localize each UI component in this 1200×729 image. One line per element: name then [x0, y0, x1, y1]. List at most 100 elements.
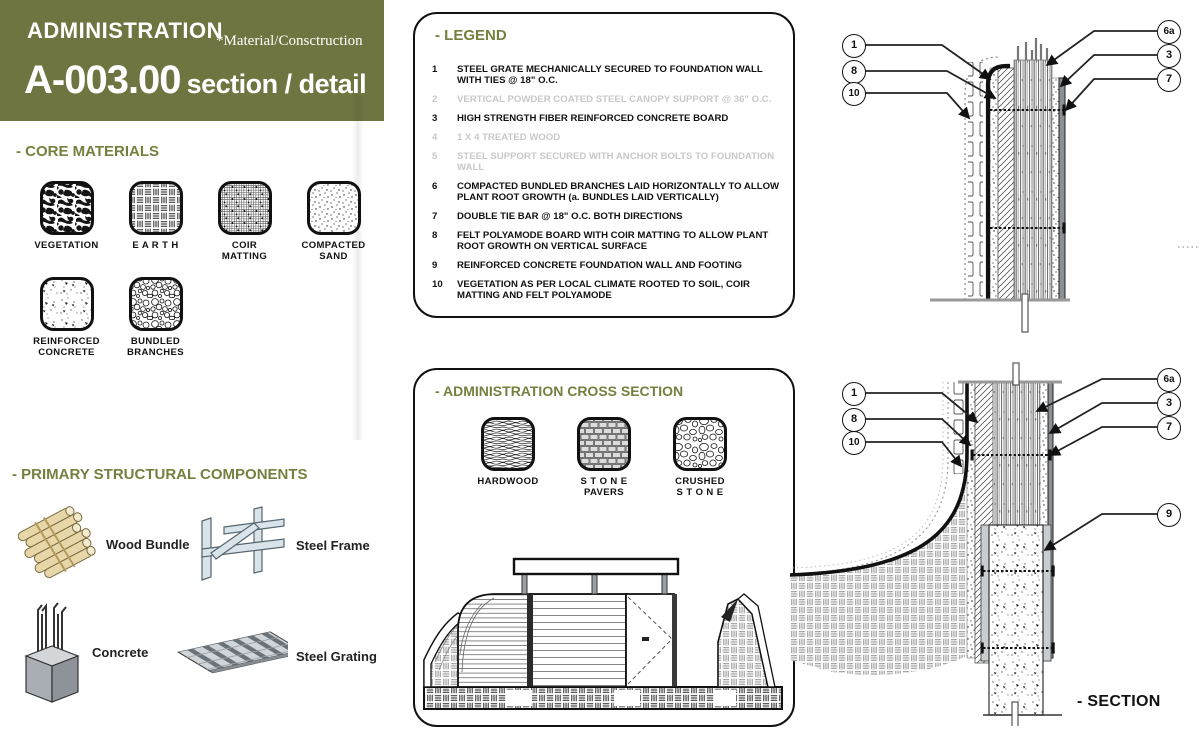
structural-item-steel-grating: Steel Grating [168, 618, 377, 694]
cross-section-materials: HARDWOOD S T O N E PAVERS CRUSHED [415, 416, 793, 498]
legend-list: 1 STEEL GRATE MECHANICALLY SECURED TO FO… [432, 64, 780, 309]
steel-frame-icon [201, 506, 285, 581]
callout-bubble: 8 [842, 60, 866, 84]
callout-bubble: 6a [1157, 20, 1181, 44]
material-label: E A R T H [132, 240, 179, 251]
concrete-icon [24, 602, 80, 703]
material-swatch [39, 181, 94, 235]
callout-bubble: 10 [842, 82, 866, 106]
material-swatch [481, 417, 535, 471]
legend-item: 9 REINFORCED CONCRETE FOUNDATION WALL AN… [432, 260, 780, 271]
material-label: HARDWOOD [477, 476, 539, 487]
legend-item-number: 10 [432, 279, 443, 290]
legend-item-number: 3 [432, 113, 438, 124]
material-label: VEGETATION [34, 240, 99, 251]
callout-bubble: 10 [842, 431, 866, 455]
material-label: CRUSHED S T O N E [675, 476, 725, 498]
legend-heading: - LEGEND [435, 27, 507, 44]
sheet-subtitle: *Material/Consctruction [216, 33, 363, 49]
material-swatch-cell: COIR MATTING [200, 180, 289, 262]
sheet-number-label: section / detail [186, 69, 367, 99]
material-swatch-cell: E A R T H [111, 180, 200, 262]
structural-item-wood-bundle: Wood Bundle [18, 502, 190, 586]
legend-item-number: 5 [432, 151, 438, 162]
cross-section-box: - ADMINISTRATION CROSS SECTION HARDWOOD [413, 368, 795, 727]
callout-bubble: 3 [1157, 44, 1181, 68]
wood-bundle-icon [18, 506, 96, 579]
structural-label: Concrete [92, 644, 149, 660]
page-seam [352, 95, 364, 440]
legend-item: 10 VEGETATION AS PER LOCAL CLIMATE ROOTE… [432, 279, 780, 301]
material-swatch [39, 277, 94, 331]
material-swatch-cell: COMPACTED SAND [289, 180, 378, 262]
callout-bubble: 3 [1157, 392, 1181, 416]
legend-item: 8 FELT POLYAMODE BOARD WITH COIR MATTING… [432, 230, 780, 252]
legend-item: 5 STEEL SUPPORT SECURED WITH ANCHOR BOLT… [432, 151, 780, 173]
wall-section-detail-top [864, 30, 1200, 333]
material-label: S T O N E PAVERS [580, 476, 628, 498]
legend-item: 4 1 X 4 TREATED WOOD [432, 132, 780, 143]
material-label: COIR MATTING [221, 240, 268, 262]
material-swatch-cell: BUNDLED BRANCHES [111, 276, 200, 358]
structural-label: Steel Frame [296, 537, 370, 553]
wall-section-detail-bottom [790, 362, 1157, 726]
material-label: BUNDLED BRANCHES [126, 336, 185, 358]
legend-box: - LEGEND 1 STEEL GRATE MECHANICALLY SECU… [413, 12, 795, 318]
structural-label: Wood Bundle [106, 536, 190, 552]
legend-item-number: 9 [432, 260, 438, 271]
structural-item-concrete: Concrete [20, 600, 148, 704]
building-cross-section-drawing [423, 557, 783, 710]
material-swatch-cell: S T O N E PAVERS [573, 416, 635, 498]
material-swatch [128, 277, 183, 331]
material-label: COMPACTED SAND [301, 240, 366, 262]
structural-item-steel-frame: Steel Frame [196, 505, 370, 585]
sheet-title: ADMINISTRATION [27, 18, 224, 43]
callout-bubble: 1 [842, 34, 866, 58]
material-swatch-cell: VEGETATION [22, 180, 111, 262]
material-swatch [217, 181, 272, 235]
legend-item-text: REINFORCED CONCRETE FOUNDATION WALL AND … [457, 260, 742, 271]
legend-item-text: VERTICAL POWDER COATED STEEL CANOPY SUPP… [457, 94, 772, 105]
legend-item: 3 HIGH STRENGTH FIBER REINFORCED CONCRET… [432, 113, 780, 124]
title-block: ADMINISTRATION *Material/Consctruction A… [0, 0, 384, 121]
legend-item: 2 VERTICAL POWDER COATED STEEL CANOPY SU… [432, 94, 780, 105]
material-swatch-cell: CRUSHED S T O N E [669, 416, 731, 498]
legend-item-text: 1 X 4 TREATED WOOD [457, 132, 561, 143]
core-materials-grid: VEGETATION E A R T H COIR MATTING [22, 180, 386, 372]
material-swatch [577, 417, 631, 471]
legend-item-text: STEEL GRATE MECHANICALLY SECURED TO FOUN… [457, 64, 763, 86]
material-label: REINFORCED CONCRETE [33, 336, 100, 358]
callout-bubble: 6a [1157, 368, 1181, 392]
legend-item-text: STEEL SUPPORT SECURED WITH ANCHOR BOLTS … [457, 151, 775, 173]
legend-item: 6 COMPACTED BUNDLED BRANCHES LAID HORIZO… [432, 181, 780, 203]
callout-bubble: 8 [842, 408, 866, 432]
core-materials-heading: - CORE MATERIALS [16, 143, 160, 160]
material-swatch [306, 181, 361, 235]
legend-item-number: 2 [432, 94, 438, 105]
material-swatch-cell: REINFORCED CONCRETE [22, 276, 111, 358]
material-swatch [128, 181, 183, 235]
structural-label: Steel Grating [296, 648, 377, 664]
legend-item: 1 STEEL GRATE MECHANICALLY SECURED TO FO… [432, 64, 780, 86]
section-label: - SECTION [1077, 693, 1161, 710]
sheet-number: A-003.00 [24, 58, 182, 102]
legend-item-number: 6 [432, 181, 438, 192]
callout-bubble: 1 [842, 382, 866, 406]
legend-item-number: 7 [432, 211, 438, 222]
steel-grating-icon [176, 631, 288, 674]
material-swatch [673, 417, 727, 471]
legend-item-number: 4 [432, 132, 438, 143]
legend-item-text: VEGETATION AS PER LOCAL CLIMATE ROOTED T… [457, 279, 750, 301]
callout-bubble: 7 [1157, 416, 1181, 440]
cross-section-heading: - ADMINISTRATION CROSS SECTION [435, 383, 684, 399]
material-swatch-cell: HARDWOOD [477, 416, 539, 498]
callout-bubble: 7 [1157, 68, 1181, 92]
structural-heading: - PRIMARY STRUCTURAL COMPONENTS [12, 466, 308, 483]
callout-bubble: 9 [1157, 503, 1181, 527]
legend-item: 7 DOUBLE TIE BAR @ 18" O.C. BOTH DIRECTI… [432, 211, 780, 222]
legend-item-number: 8 [432, 230, 438, 241]
legend-item-number: 1 [432, 64, 438, 75]
legend-item-text: HIGH STRENGTH FIBER REINFORCED CONCRETE … [457, 113, 729, 124]
